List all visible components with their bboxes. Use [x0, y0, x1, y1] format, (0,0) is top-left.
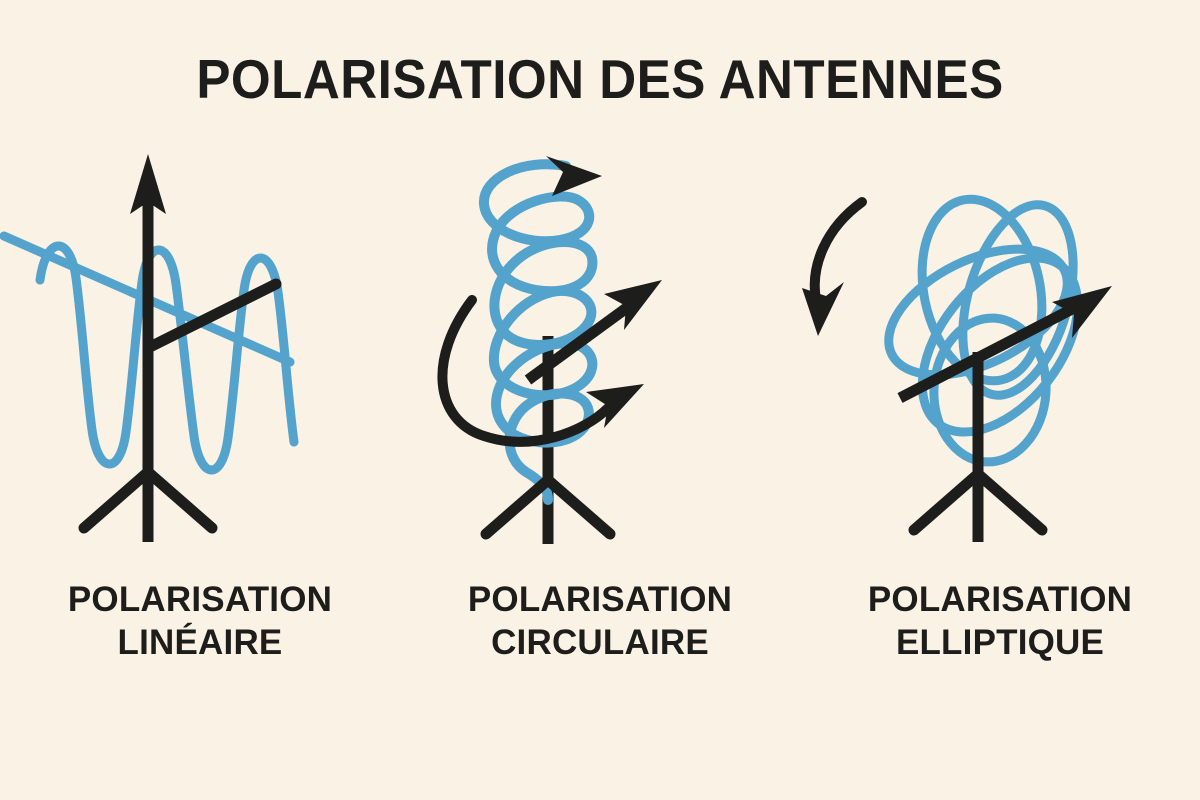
antenna-mast-arrow [130, 154, 166, 542]
rotation-curved-arrow [802, 197, 867, 336]
panels-row: POLARISATION LINÉAIRE [0, 140, 1200, 700]
caption-line-1: POLARISATION [467, 580, 733, 619]
antenna-tripod-base [78, 466, 218, 534]
helix-wave [479, 159, 598, 505]
panel-lineaire: POLARISATION LINÉAIRE [0, 140, 400, 700]
ellipse-rosette-loops [884, 194, 1083, 467]
panel-elliptique: POLARISATION ELLIPTIQUE [800, 140, 1200, 700]
caption-circulaire: POLARISATION CIRCULAIRE [400, 578, 800, 664]
caption-line-2: LINÉAIRE [117, 623, 283, 662]
antenna-tripod-base [480, 474, 616, 540]
elliptical-polarization-diagram [800, 140, 1200, 570]
circular-polarization-diagram [400, 140, 800, 570]
linear-polarization-diagram [0, 140, 400, 570]
boresight-axis-arrow [897, 286, 1112, 403]
caption-line-2: ELLIPTIQUE [895, 623, 1105, 662]
rotation-arc-arrow [437, 295, 644, 447]
boresight-axis-line [142, 278, 282, 354]
linear-sine-wave [35, 241, 299, 475]
helix-tip-arrowhead [546, 156, 602, 196]
caption-elliptique: POLARISATION ELLIPTIQUE [800, 578, 1200, 664]
caption-line-1: POLARISATION [67, 580, 333, 619]
panel-circulaire: POLARISATION CIRCULAIRE [400, 140, 800, 700]
caption-line-2: CIRCULAIRE [491, 623, 709, 662]
caption-lineaire: POLARISATION LINÉAIRE [0, 578, 400, 664]
antenna-tripod-base [908, 468, 1048, 536]
page-title: POLARISATION DES ANTENNES [196, 48, 1004, 110]
caption-line-1: POLARISATION [867, 580, 1133, 619]
boresight-axis-arrow [524, 280, 662, 385]
